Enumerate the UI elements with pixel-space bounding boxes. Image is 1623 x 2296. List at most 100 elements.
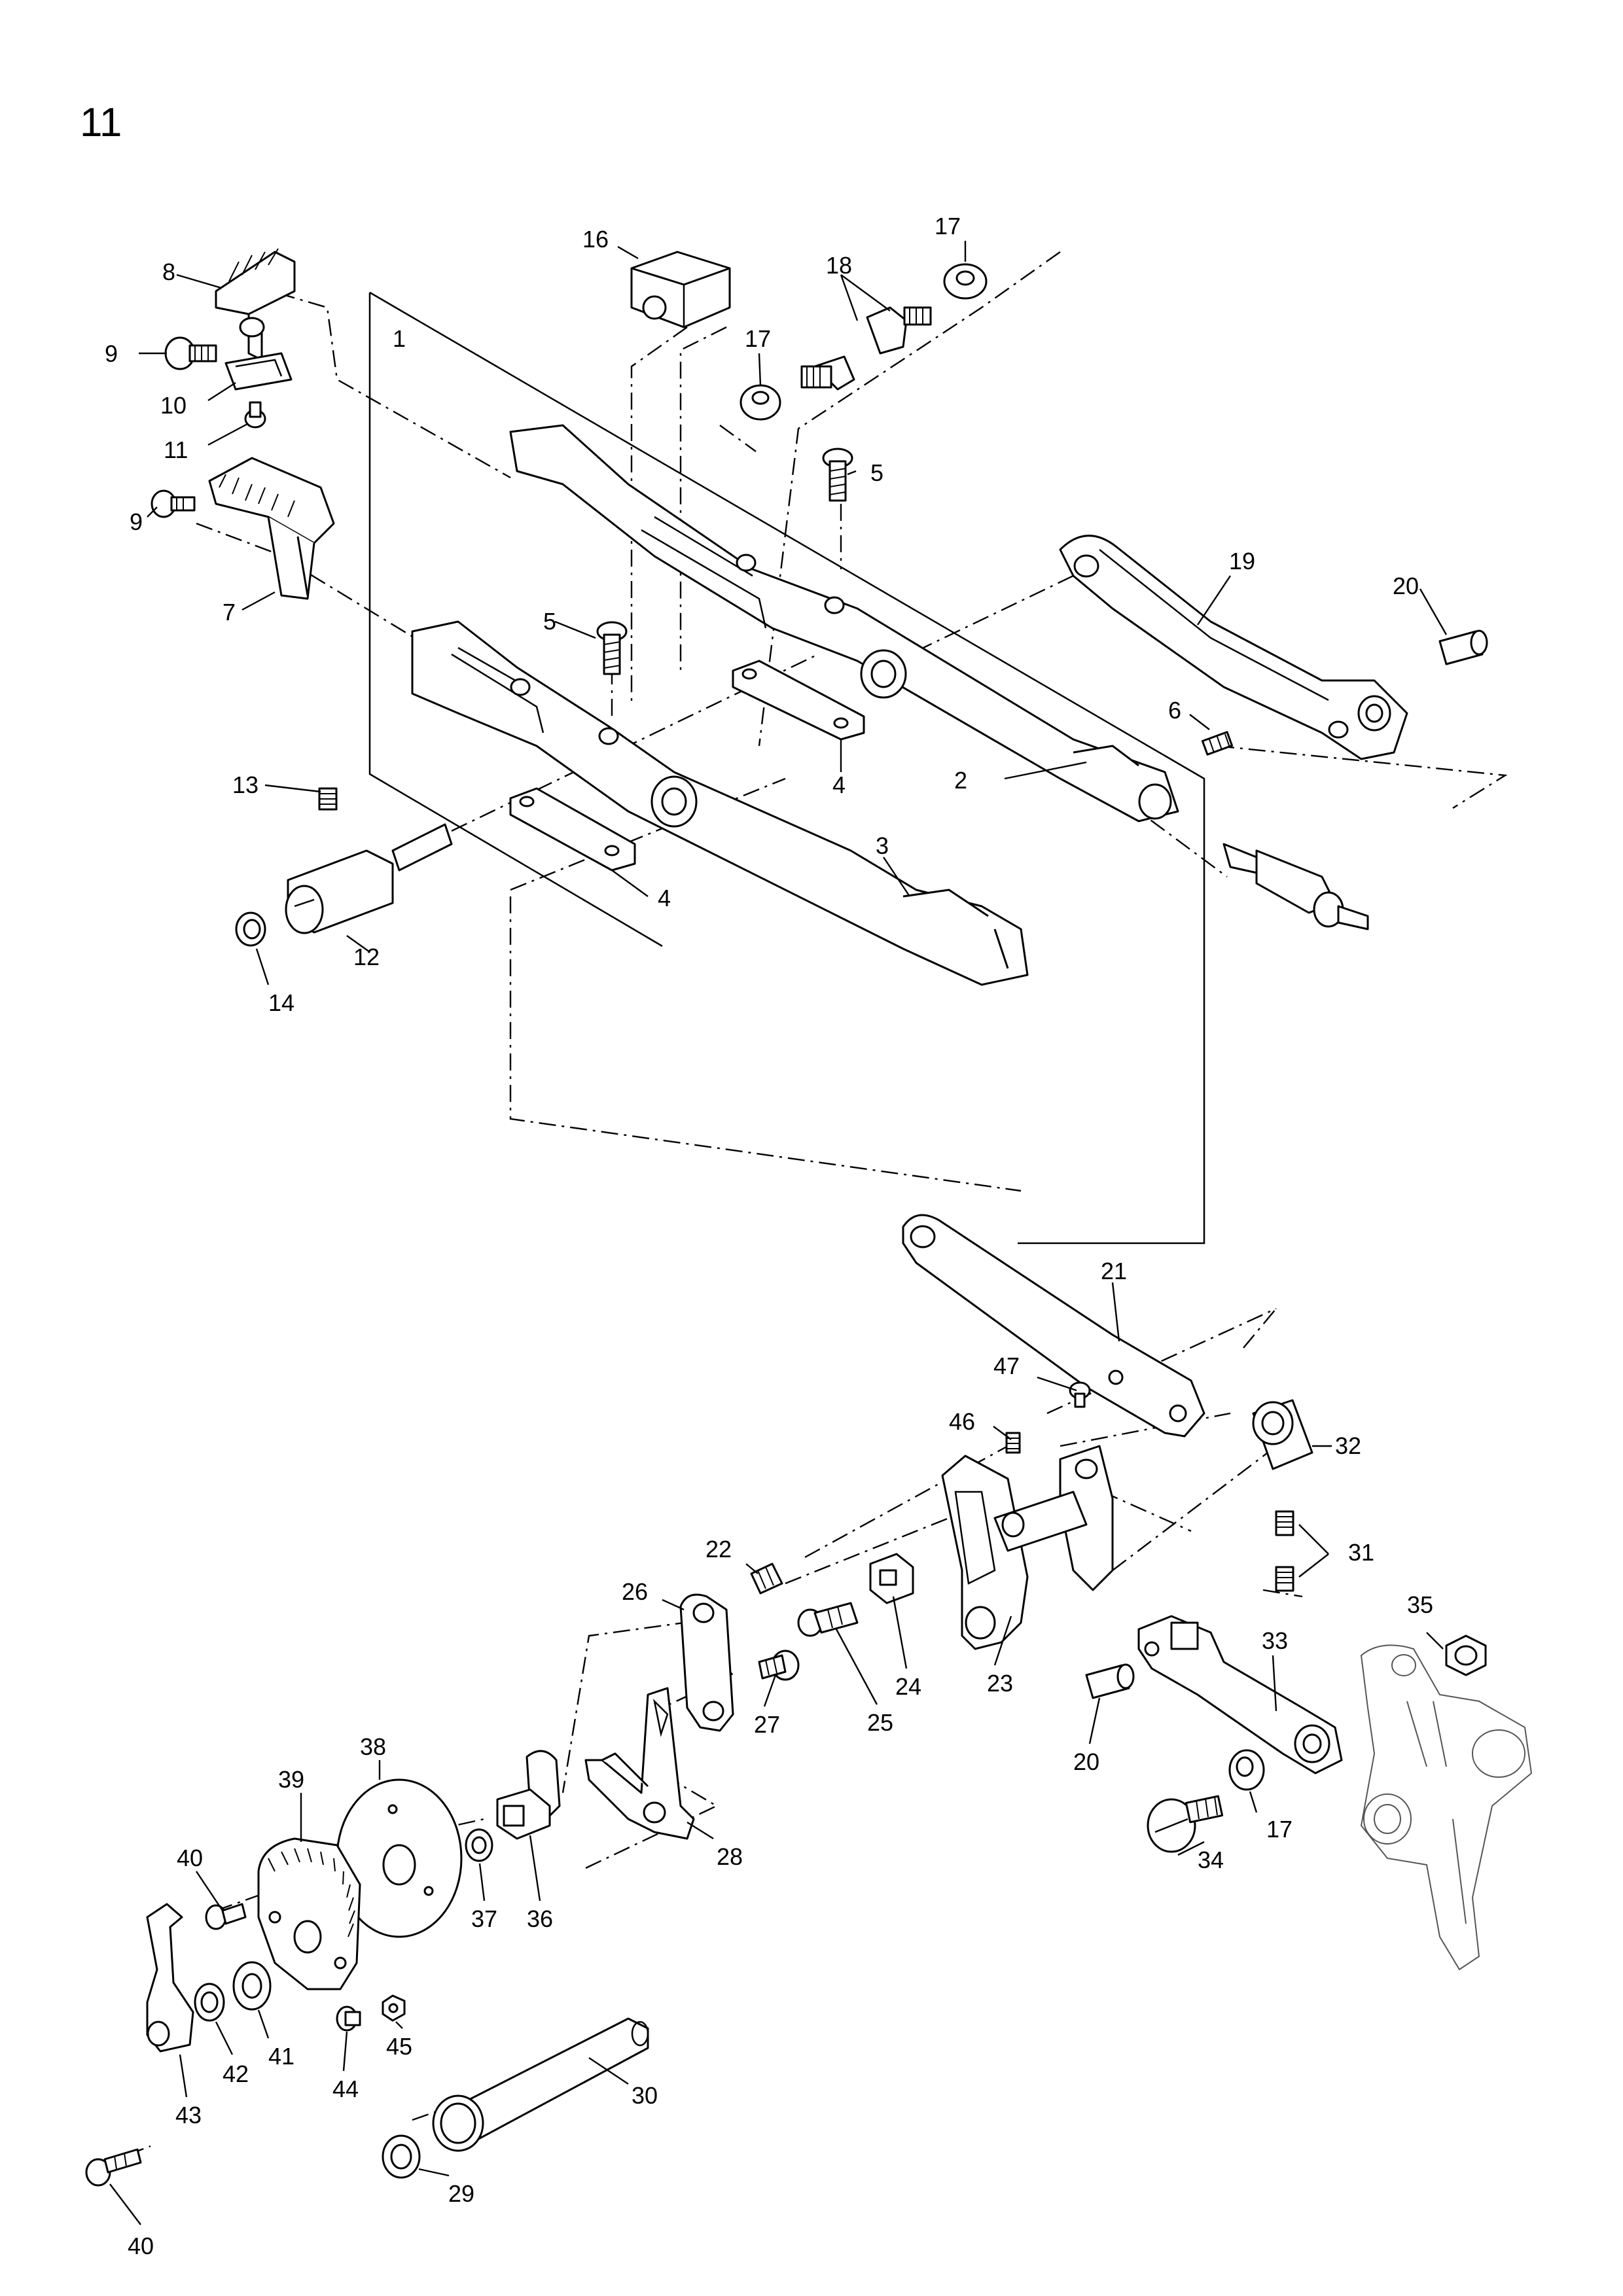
label-46: 46 [949, 1408, 975, 1435]
part-4-plate-upper [732, 660, 865, 741]
part-10-plate [224, 352, 293, 391]
part-47-screw [1069, 1381, 1091, 1408]
label-38: 38 [360, 1733, 386, 1760]
part-37-washer [465, 1828, 493, 1862]
label-40-upper: 40 [177, 1845, 203, 1871]
part-13-set-screw [318, 787, 338, 811]
part-5-screw-upper [822, 448, 853, 502]
label-17-lower: 17 [1266, 1816, 1293, 1843]
part-40-screw-lower [85, 2148, 142, 2187]
part-39-sector-gear [257, 1837, 361, 1990]
part-17-spacer-upper [943, 263, 988, 300]
label-8: 8 [162, 258, 175, 285]
part-36-cam [496, 1750, 561, 1840]
label-17-middle: 17 [745, 325, 771, 352]
page-number: 11 [80, 100, 122, 145]
part-35-nut [1445, 1634, 1487, 1676]
part-32-bushing [1252, 1399, 1313, 1470]
label-6: 6 [1168, 697, 1181, 724]
part-7-feed-dog [208, 457, 335, 600]
part-11-small-screw [244, 401, 266, 429]
label-43: 43 [175, 2102, 202, 2128]
part-28-lever [584, 1687, 695, 1840]
part-43-lever [146, 1903, 194, 2053]
label-5-lower: 5 [543, 608, 556, 635]
part-19-link [1059, 535, 1408, 760]
part-41-washer [232, 1961, 272, 2011]
part-42-washer [194, 1983, 225, 2022]
label-22: 22 [705, 1536, 732, 1563]
label-4-lower: 4 [658, 885, 671, 911]
part-14-washer [235, 911, 266, 947]
part-12-shaft [285, 823, 453, 934]
label-32: 32 [1335, 1432, 1361, 1459]
part-23-bracket [941, 1445, 1114, 1650]
part-25-screw [797, 1602, 859, 1637]
reference-mechanism-ghost [1360, 1644, 1533, 1971]
label-37: 37 [471, 1905, 497, 1932]
label-23: 23 [987, 1670, 1013, 1697]
label-44: 44 [332, 2075, 359, 2102]
part-45-nut [382, 1994, 406, 2022]
label-16: 16 [582, 226, 609, 253]
label-19: 19 [1229, 548, 1255, 574]
part-18-screws [800, 306, 932, 391]
label-20-upper: 20 [1393, 573, 1419, 599]
part-2-feed-bar [509, 424, 1179, 822]
part-26-link [679, 1593, 734, 1732]
label-42: 42 [223, 2060, 249, 2087]
label-28: 28 [717, 1843, 743, 1870]
part-40-screw-upper [205, 1903, 247, 1930]
part-5-screw-lower [596, 621, 628, 675]
feed-shaft-end [1222, 843, 1369, 930]
label-27: 27 [754, 1711, 780, 1738]
label-25: 25 [867, 1709, 893, 1736]
part-21-link [902, 1214, 1205, 1438]
label-9-lower: 9 [130, 508, 143, 535]
label-36: 36 [527, 1905, 553, 1932]
leader-lines [109, 241, 1448, 2225]
label-1: 1 [393, 325, 406, 352]
part-17-spacer-middle [740, 384, 781, 421]
label-17-upper: 17 [935, 213, 961, 239]
label-21: 21 [1101, 1258, 1127, 1284]
label-30: 30 [632, 2082, 658, 2109]
part-9-screw-upper [164, 336, 217, 370]
part-4-plate-lower [509, 787, 636, 872]
label-18: 18 [826, 252, 852, 279]
label-34: 34 [1198, 1846, 1224, 1873]
part-8-feed-dog [215, 248, 296, 361]
label-4-upper: 4 [832, 771, 846, 798]
assembly-frame [368, 291, 1205, 1245]
part-20-pin-upper [1438, 629, 1488, 665]
part-6-set-screw [1201, 731, 1234, 756]
part-3-feed-bar [411, 620, 1029, 986]
label-39: 39 [278, 1766, 304, 1793]
label-31: 31 [1348, 1539, 1374, 1566]
part-27-screw [758, 1650, 800, 1681]
part-38-plate [336, 1778, 463, 1938]
part-29-washer [382, 2134, 421, 2179]
part-33-link [1137, 1615, 1343, 1775]
label-10: 10 [160, 392, 187, 419]
label-24: 24 [895, 1673, 921, 1700]
label-26: 26 [622, 1578, 648, 1605]
label-33: 33 [1262, 1627, 1288, 1654]
part-44-screw [336, 2005, 361, 2032]
label-12: 12 [353, 944, 380, 970]
label-20-lower: 20 [1073, 1748, 1099, 1775]
part-labels: 1 2 3 4 4 5 5 6 7 8 9 9 10 11 12 13 14 1… [105, 213, 1433, 2259]
label-35: 35 [1407, 1591, 1433, 1618]
part-46-screw [1005, 1432, 1021, 1454]
part-24-block [869, 1553, 914, 1604]
part-9-screw-lower [151, 489, 196, 518]
label-47: 47 [993, 1352, 1020, 1379]
label-41: 41 [268, 2043, 294, 2070]
label-2: 2 [954, 767, 967, 794]
part-17-spacer-lower [1228, 1749, 1265, 1791]
part-16-block [630, 251, 731, 328]
part-20-pin-lower [1085, 1663, 1135, 1699]
label-13: 13 [232, 771, 259, 798]
part-22-set-screw [750, 1563, 783, 1595]
part-30-shaft [432, 2017, 649, 2152]
